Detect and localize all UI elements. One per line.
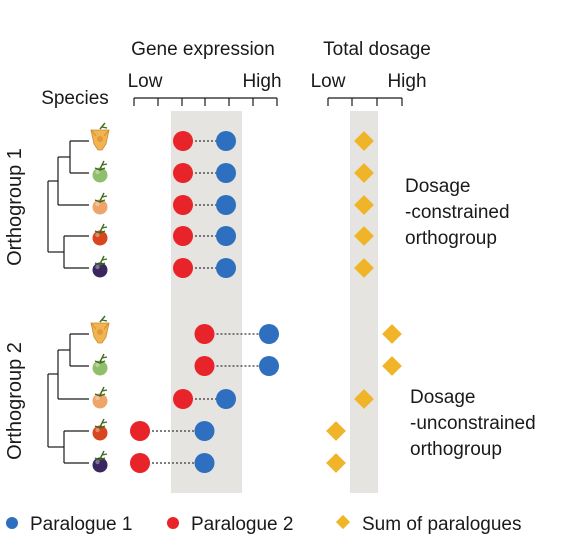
- orthogroup-2-label: Orthogroup 2: [4, 342, 26, 460]
- annotation-line: -unconstrained: [410, 413, 536, 434]
- orthogroup-2-tree: [47, 333, 89, 464]
- orange-fruit-icon: [92, 386, 108, 409]
- paralogue-2-legend-marker: [167, 517, 179, 529]
- annotation-line: Dosage: [405, 176, 471, 197]
- paralogue-2-marker: [173, 389, 193, 409]
- species-row: [92, 353, 402, 376]
- red-tomato-icon: [92, 223, 108, 246]
- paralogue-1-legend-label: Paralogue 1: [30, 514, 132, 535]
- green-fruit-icon: [92, 160, 108, 183]
- paralogue-1-marker: [194, 453, 215, 473]
- sum-marker: [382, 356, 402, 376]
- sum-marker: [354, 131, 374, 151]
- flower-icon: [90, 122, 110, 151]
- paralogue-1-marker: [259, 356, 279, 376]
- orthogroup-1-label: Orthogroup 1: [4, 148, 26, 266]
- legend: Paralogue 1 Paralogue 2 Sum of paralogue…: [6, 514, 522, 535]
- species-row: [92, 386, 374, 409]
- flower-icon: [90, 315, 110, 344]
- species-row: [92, 418, 346, 441]
- sum-marker: [326, 421, 346, 441]
- gene-expression-header: Gene expression: [131, 39, 275, 60]
- annotation-line: orthogroup: [405, 228, 497, 249]
- dosage-low-label: Low: [311, 71, 346, 92]
- paralogue-2-marker: [130, 453, 150, 473]
- annotation-line: Dosage: [410, 387, 476, 408]
- species-row: [92, 192, 374, 215]
- paralogue-2-marker: [194, 356, 215, 376]
- annotation-line: orthogroup: [410, 439, 502, 460]
- species-header: Species: [41, 88, 109, 109]
- expression-low-label: Low: [128, 71, 163, 92]
- sum-marker: [354, 226, 374, 246]
- paralogue-2-marker: [194, 324, 215, 344]
- sum-marker: [354, 389, 374, 409]
- paralogue-2-marker: [173, 258, 193, 278]
- sum-legend-marker: [335, 514, 351, 530]
- sum-legend-label: Sum of paralogues: [362, 514, 522, 535]
- species-rows: [90, 122, 402, 473]
- dosage-high-label: High: [387, 71, 426, 92]
- expression-scale: [133, 97, 278, 106]
- species-row: [92, 450, 346, 473]
- species-row: [92, 255, 374, 278]
- paralogue-2-marker: [173, 131, 193, 151]
- orange-fruit-icon: [92, 192, 108, 215]
- sum-marker: [354, 195, 374, 215]
- red-tomato-icon: [92, 418, 108, 441]
- green-fruit-icon: [92, 353, 108, 376]
- species-row: [90, 315, 402, 344]
- paralogue-2-marker: [173, 163, 193, 183]
- paralogue-1-marker: [216, 131, 236, 151]
- sum-marker: [354, 258, 374, 278]
- paralogue-1-legend-marker: [6, 517, 18, 529]
- purple-berry-icon: [92, 255, 108, 278]
- paralogue-1-marker: [194, 421, 215, 441]
- paralogue-2-marker: [130, 421, 150, 441]
- purple-berry-icon: [92, 450, 108, 473]
- paralogue-1-marker: [216, 195, 236, 215]
- sum-marker: [354, 163, 374, 183]
- annotation-line: -constrained: [405, 202, 510, 223]
- paralogue-2-legend-label: Paralogue 2: [191, 514, 293, 535]
- sum-marker: [382, 324, 402, 344]
- orthogroup-2-annotation: Dosage -unconstrained orthogroup: [410, 387, 536, 460]
- paralogue-2-marker: [173, 226, 193, 246]
- paralogue-1-marker: [216, 258, 236, 278]
- expression-high-label: High: [242, 71, 281, 92]
- paralogue-1-marker: [216, 389, 236, 409]
- dosage-scale: [327, 97, 403, 106]
- species-row: [92, 160, 374, 183]
- orthogroup-1-annotation: Dosage -constrained orthogroup: [405, 176, 510, 249]
- species-row: [90, 122, 374, 151]
- sum-marker: [326, 453, 346, 473]
- paralogue-1-marker: [216, 226, 236, 246]
- paralogue-1-marker: [216, 163, 236, 183]
- orthogroup-1-tree: [47, 140, 89, 269]
- total-dosage-header: Total dosage: [323, 39, 431, 60]
- species-row: [92, 223, 374, 246]
- paralogue-1-marker: [259, 324, 279, 344]
- paralogue-2-marker: [173, 195, 193, 215]
